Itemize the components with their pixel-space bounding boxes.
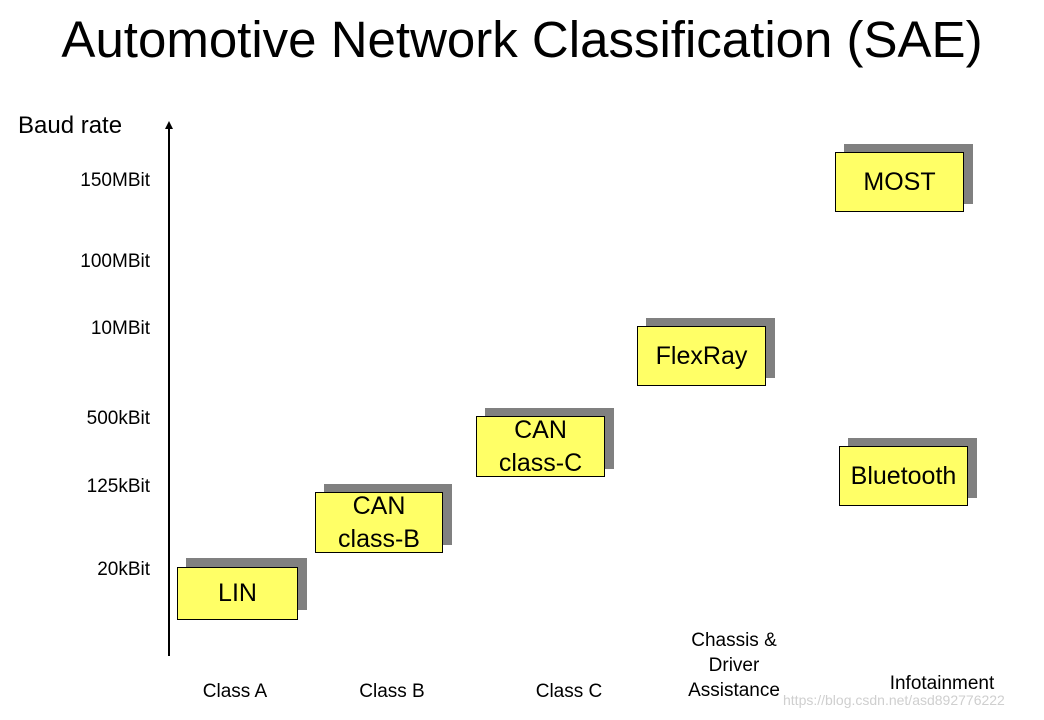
network-box-flexray: FlexRay bbox=[637, 326, 766, 386]
diagram-title: Automotive Network Classification (SAE) bbox=[61, 11, 983, 68]
network-label-bluetooth: Bluetooth bbox=[850, 461, 957, 490]
y-axis-arrow-icon bbox=[165, 121, 173, 129]
network-label-most: MOST bbox=[863, 167, 936, 196]
watermark-text: https://blog.csdn.net/asd892776222 bbox=[783, 692, 1005, 708]
y-tick-10mbit: 10MBit bbox=[90, 318, 150, 339]
network-box-bluetooth: Bluetooth bbox=[839, 446, 968, 506]
category-class-c: Class C bbox=[535, 681, 603, 702]
y-tick-150mbit: 150MBit bbox=[80, 170, 150, 191]
y-tick-100mbit: 100MBit bbox=[80, 251, 150, 272]
category-class-a: Class A bbox=[202, 681, 268, 702]
network-box-can-class-b: CAN class-B bbox=[315, 492, 443, 553]
network-label-lin: LIN bbox=[218, 579, 257, 607]
category-class-b: Class B bbox=[359, 681, 425, 702]
category-infotainment: Infotainment bbox=[889, 673, 995, 694]
network-box-can-class-c: CAN class-C bbox=[476, 416, 605, 477]
y-axis-line bbox=[168, 126, 170, 656]
y-tick-20kbit: 20kBit bbox=[97, 559, 150, 580]
network-label-can-class-c: CAN class-C bbox=[498, 415, 583, 477]
y-tick-125kbit: 125kBit bbox=[86, 476, 150, 497]
network-label-can-class-b: CAN class-B bbox=[338, 491, 420, 553]
network-label-flexray: FlexRay bbox=[655, 341, 748, 370]
category-chassis-driver-assistance: Chassis & Driver Assistance bbox=[688, 630, 780, 701]
network-box-most: MOST bbox=[835, 152, 964, 212]
y-axis-label: Baud rate bbox=[18, 112, 123, 139]
y-tick-500kbit: 500kBit bbox=[86, 408, 150, 429]
network-box-lin: LIN bbox=[177, 567, 298, 620]
